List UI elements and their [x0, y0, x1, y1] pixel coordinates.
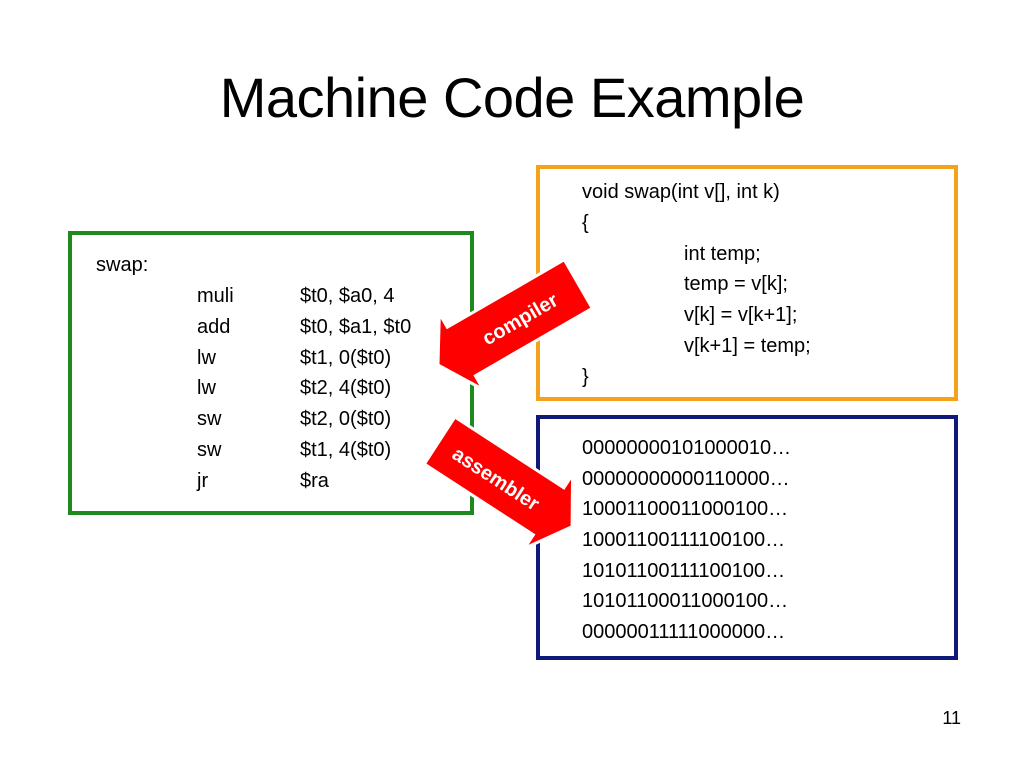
assembly-opcode: jr: [197, 469, 209, 492]
c-code-line: v[k+1] = temp;: [684, 334, 811, 357]
assembly-instruction: sw $t2, 0($t0): [197, 404, 411, 435]
assembly-operands: $ra: [300, 469, 329, 492]
c-code-line: }: [582, 365, 589, 388]
assembly-opcode: lw: [197, 346, 216, 369]
c-source-lines: void swap(int v[], int k) { int temp; temp …: [582, 177, 811, 393]
assembly-instructions: muli $t0, $a0, 4 add $t0, $a1, $t0 lw $t1, 0(…: [197, 281, 411, 497]
assembler-arrow: assembler: [422, 414, 575, 552]
c-source-box: void swap(int v[], int k) { int temp; temp …: [536, 165, 958, 401]
assembly-box: swap: muli $t0, $a0, 4 add $t0, $a1, $t0 lw $…: [68, 231, 474, 515]
assembly-instruction: sw $t1, 4($t0): [197, 435, 411, 466]
assembly-operands: $t1, 4($t0): [300, 438, 392, 461]
assembly-opcode: lw: [197, 377, 216, 400]
assembly-opcode: sw: [197, 438, 222, 461]
assembly-opcode: add: [197, 315, 231, 338]
machine-code-line: 00000000101000010…: [582, 437, 792, 459]
compiler-arrow: compiler: [436, 257, 595, 394]
assembly-opcode: muli: [197, 285, 234, 307]
assembly-operands: $t0, $a0, 4: [300, 285, 395, 307]
assembly-instruction: add $t0, $a1, $t0: [197, 312, 411, 343]
page-number: 11: [942, 708, 961, 728]
assembly-label: swap:: [96, 254, 149, 276]
assembly-operands: $t0, $a1, $t0: [300, 315, 412, 338]
machine-code-line: 10101100111100100…: [582, 559, 786, 582]
c-code-line: {: [582, 211, 589, 234]
machine-code-lines: 00000000101000010… 00000000000110000… 1000…: [582, 433, 791, 648]
c-code-line: int temp;: [684, 242, 761, 265]
c-code-line: temp = v[k];: [684, 273, 788, 296]
assembly-operands: $t1, 0($t0): [300, 346, 392, 369]
machine-code-line: 10001100011000100…: [582, 498, 789, 521]
assembly-opcode: sw: [197, 408, 222, 431]
machine-code-line: 00000011111000000…: [582, 621, 786, 644]
assembly-instruction: jr $ra: [197, 466, 411, 497]
assembly-instruction: muli $t0, $a0, 4: [197, 281, 411, 312]
machine-code-line: 00000000000110000…: [582, 467, 790, 490]
assembly-instruction: lw $t1, 0($t0): [197, 343, 411, 374]
slide-title: Machine Code Example: [219, 66, 805, 129]
assembly-instruction: lw $t2, 4($t0): [197, 373, 411, 404]
machine-code-line: 10001100111100100…: [582, 529, 786, 552]
assembly-operands: $t2, 0($t0): [300, 408, 392, 431]
machine-code-box: 00000000101000010… 00000000000110000… 1000…: [536, 415, 958, 660]
assembly-operands: $t2, 4($t0): [300, 377, 392, 400]
c-code-line: void swap(int v[], int k): [582, 181, 780, 203]
machine-code-line: 10101100011000100…: [582, 590, 789, 613]
c-code-line: v[k] = v[k+1];: [684, 304, 798, 327]
